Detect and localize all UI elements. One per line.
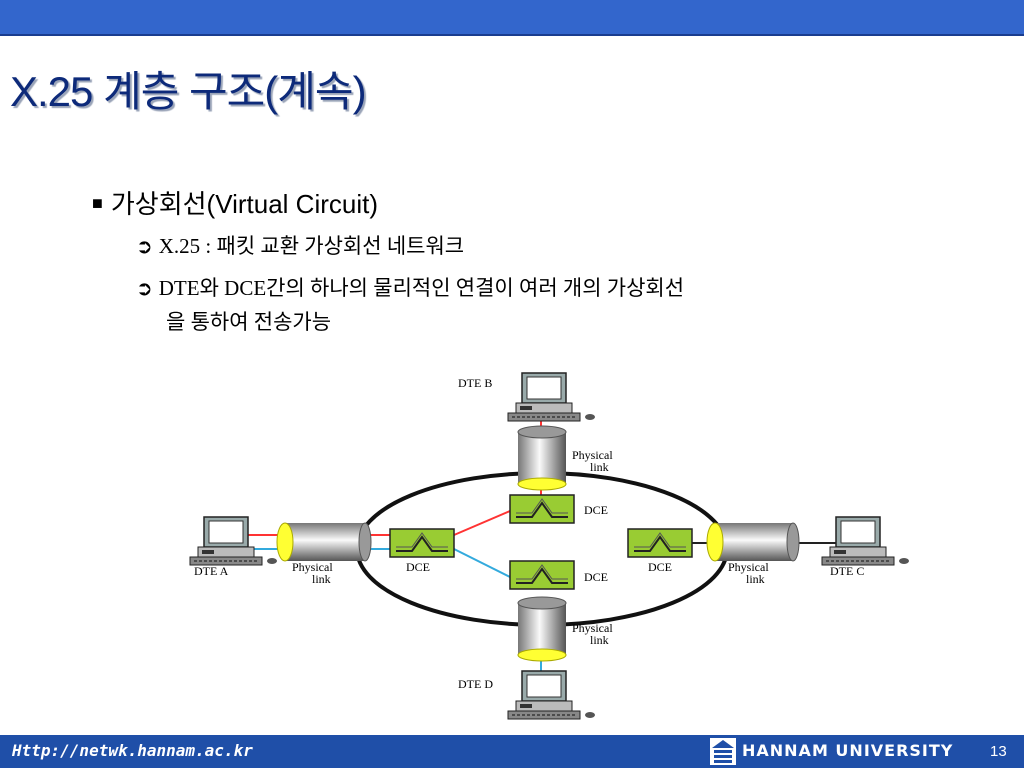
sub-bullet-text: X.25 : 패킷 교환 가상회선 네트워크 xyxy=(158,234,465,258)
label-dte-d: DTE D xyxy=(458,677,493,691)
label-link-top: link xyxy=(590,460,609,474)
label-link-right: link xyxy=(746,572,765,586)
virtual-circuit-diagram: DTE B DTE A DTE C DTE D DCE DCE DCE DCE … xyxy=(189,372,910,720)
dce-top xyxy=(509,494,575,524)
label-link-left: link xyxy=(312,572,331,586)
arrow-bullet-icon: ➲ xyxy=(136,276,153,300)
bullet-text: 가상회선(Virtual Circuit) xyxy=(110,189,378,219)
label-dte-b: DTE B xyxy=(458,376,492,390)
page-number: 13 xyxy=(990,743,1007,760)
computer-dte-c-icon xyxy=(821,516,910,566)
dce-right xyxy=(627,528,693,558)
university-name: HANNAM UNIVERSITY xyxy=(742,741,954,760)
footer-bar: Http://netwk.hannam.ac.kr HANNAM UNIVERS… xyxy=(0,735,1024,768)
sub-bullet-text: DTE와 DCE간의 하나의 물리적인 연결이 여러 개의 가상회선 xyxy=(158,276,685,300)
footer-url-link[interactable]: Http://netwk.hannam.ac.kr xyxy=(12,741,253,760)
sub-bullet-dte-dce: ➲DTE와 DCE간의 하나의 물리적인 연결이 여러 개의 가상회선 xyxy=(136,272,684,302)
computer-dte-b-icon xyxy=(507,372,596,422)
physical-link-left xyxy=(276,522,372,562)
label-physical-top: Physical xyxy=(572,448,613,462)
sub-bullet-x25: ➲X.25 : 패킷 교환 가상회선 네트워크 xyxy=(136,230,464,260)
physical-link-top xyxy=(517,425,567,491)
label-link-bottom: link xyxy=(590,633,609,647)
label-dce-right: DCE xyxy=(648,560,672,574)
header-divider xyxy=(0,34,1024,36)
label-physical-left: Physical xyxy=(292,560,333,574)
dce-left xyxy=(389,528,455,558)
bullet-virtual-circuit: ■ 가상회선(Virtual Circuit) xyxy=(92,184,378,221)
label-dce-bottom: DCE xyxy=(584,570,608,584)
label-physical-right: Physical xyxy=(728,560,769,574)
physical-link-right xyxy=(706,522,800,562)
sub-bullet-continuation: 을 통하여 전송가능 xyxy=(166,310,332,334)
computer-dte-a-icon xyxy=(189,516,278,566)
dce-bottom xyxy=(509,560,575,590)
label-dte-c: DTE C xyxy=(830,564,864,578)
arrow-bullet-icon: ➲ xyxy=(136,234,153,258)
label-dte-a: DTE A xyxy=(194,564,229,578)
square-bullet-icon: ■ xyxy=(92,192,103,213)
university-logo-icon xyxy=(710,738,736,765)
label-dce-top: DCE xyxy=(584,503,608,517)
slide-title: X.25 계층 구조(계속) xyxy=(10,68,367,115)
label-physical-bottom: Physical xyxy=(572,621,613,635)
computer-dte-d-icon xyxy=(507,670,596,720)
physical-link-bottom xyxy=(517,596,567,662)
label-dce-left: DCE xyxy=(406,560,430,574)
header-bar xyxy=(0,0,1024,34)
